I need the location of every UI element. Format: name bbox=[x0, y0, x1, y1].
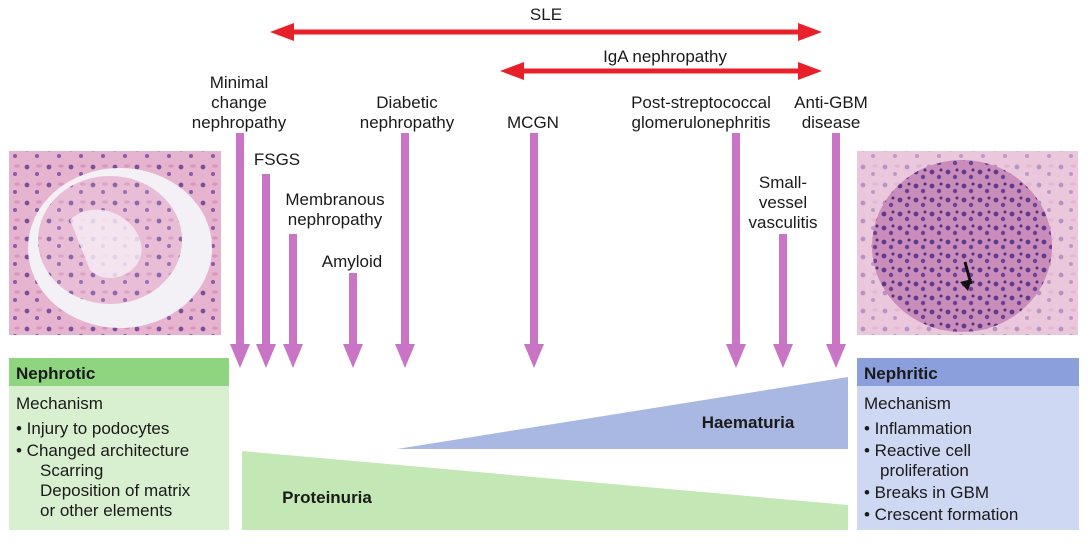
nephrotic-box bbox=[9, 358, 229, 530]
post-strep-arrow bbox=[726, 133, 746, 368]
small-vessel-label-line: vasculitis bbox=[749, 213, 818, 232]
sle-label: SLE bbox=[530, 5, 562, 24]
membranous-arrow bbox=[283, 234, 303, 368]
minimal-change-label-line: Minimal bbox=[210, 73, 269, 92]
membranous-label-line: Membranous bbox=[285, 190, 384, 209]
fsgs-arrow bbox=[256, 174, 276, 368]
diabetic-label-line: nephropathy bbox=[360, 113, 455, 132]
nephrotic-title: Nephrotic bbox=[16, 364, 95, 383]
nephritic-title: Nephritic bbox=[864, 364, 938, 383]
small-vessel-label-line: vessel bbox=[759, 193, 807, 212]
minimal-change-arrow bbox=[230, 133, 250, 368]
small-vessel-label-line: Small- bbox=[759, 173, 807, 192]
proteinuria-label: Proteinuria bbox=[282, 488, 372, 507]
haematuria-wedge bbox=[397, 377, 848, 449]
membranous-label-line: nephropathy bbox=[288, 210, 383, 229]
nephrotic-item: • Injury to podocytes bbox=[16, 419, 169, 438]
anti-gbm-arrow bbox=[826, 133, 846, 368]
sle-span-arrow bbox=[270, 23, 822, 41]
condition-arrows bbox=[230, 133, 846, 368]
nephritic-item: • Inflammation bbox=[864, 419, 972, 438]
anti-gbm-label-line: Anti-GBM bbox=[794, 93, 868, 112]
nephritic-header bbox=[857, 358, 1079, 386]
minimal-change-label-line: change bbox=[211, 93, 267, 112]
nephrotic-subtitle: Mechanism bbox=[16, 394, 103, 413]
nephritic-item: • Reactive cell bbox=[864, 441, 971, 460]
small-vessel-arrow bbox=[773, 234, 793, 368]
amyloid-label-line: Amyloid bbox=[322, 252, 382, 271]
anti-gbm-label-line: disease bbox=[802, 113, 861, 132]
nephrotic-item: • Changed architecture bbox=[16, 441, 189, 460]
post-strep-label-line: glomerulonephritis bbox=[632, 113, 771, 132]
arrow-icon bbox=[960, 279, 972, 291]
mcgn-label-line: MCGN bbox=[507, 113, 559, 132]
iga-span-arrow bbox=[500, 62, 822, 80]
fsgs-label: FSGS bbox=[254, 150, 300, 169]
diabetic-arrow bbox=[395, 133, 415, 368]
iga-nephropathy-label: IgA nephropathy bbox=[603, 47, 727, 66]
fsgs-label-line: FSGS bbox=[254, 150, 300, 169]
post-strep-label-line: Post-streptococcal bbox=[631, 93, 771, 112]
nephrotic-item: Deposition of matrix bbox=[40, 481, 191, 500]
nephrotic-micrograph bbox=[9, 151, 221, 335]
proteinuria-wedge bbox=[242, 451, 848, 530]
nephritic-micrograph bbox=[857, 151, 1078, 335]
nephritic-item: proliferation bbox=[880, 461, 969, 480]
haematuria-label: Haematuria bbox=[702, 413, 795, 432]
nephritic-item: • Crescent formation bbox=[864, 505, 1018, 524]
nephrotic-item: Scarring bbox=[40, 461, 103, 480]
minimal-change-label-line: nephropathy bbox=[192, 113, 287, 132]
mcgn-label: MCGN bbox=[507, 113, 559, 132]
nephritic-box bbox=[857, 358, 1079, 530]
amyloid-arrow bbox=[343, 273, 363, 368]
nephrotic-header bbox=[9, 358, 229, 386]
diabetic-label-line: Diabetic bbox=[376, 93, 438, 112]
mcgn-arrow bbox=[524, 133, 544, 368]
nephritic-subtitle: Mechanism bbox=[864, 394, 951, 413]
nephrotic-item: or other elements bbox=[40, 501, 172, 520]
amyloid-label: Amyloid bbox=[322, 252, 382, 271]
nephritic-item: • Breaks in GBM bbox=[864, 483, 989, 502]
